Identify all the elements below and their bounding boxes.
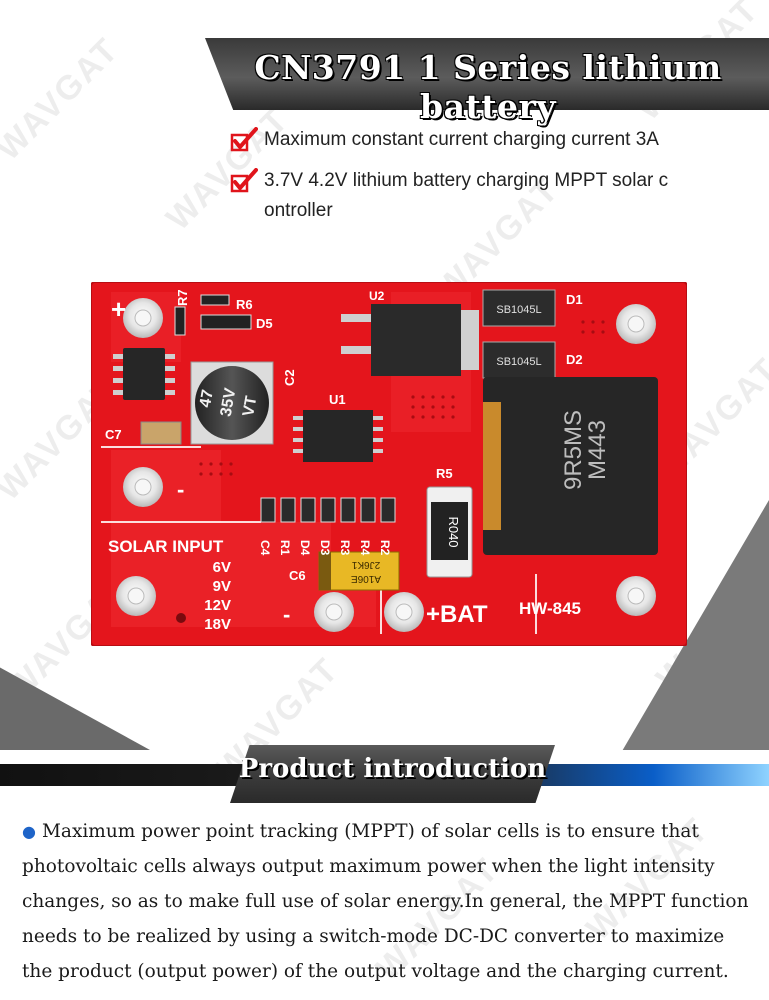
- diode-marking: SB1045L: [496, 304, 541, 316]
- inductor-marking: 9R5MS: [560, 410, 587, 490]
- schottky-diode: SB1045L: [482, 341, 556, 379]
- label-voltage: 12V: [204, 597, 231, 614]
- label-c6: C6: [289, 568, 306, 583]
- feature-text: Maximum constant current charging curren…: [264, 129, 659, 150]
- label-component: R2: [378, 540, 392, 556]
- label-voltage: 6V: [213, 559, 231, 576]
- power-inductor: 9R5MS M443: [483, 377, 658, 555]
- tantalum-capacitor: 2J6K1 A106E: [318, 551, 400, 591]
- pcb-board: 47 35V VT SB1045L SB1045L 9R5MS M443: [91, 282, 687, 646]
- feature-item: Maximum constant current charging curren…: [230, 125, 730, 155]
- electrolytic-capacitor: 47 35V VT: [190, 361, 274, 445]
- ic-chip: [113, 348, 175, 400]
- mounting-pad: [314, 592, 354, 632]
- label-u1: U1: [329, 392, 346, 407]
- mounting-pad: [116, 576, 156, 616]
- mounting-pad: [123, 467, 163, 507]
- diode-marking: SB1045L: [496, 356, 541, 368]
- title-banner: [205, 38, 769, 110]
- label-component: D3: [318, 540, 332, 556]
- resistor-marking: R040: [446, 516, 461, 547]
- label-component: C4: [258, 540, 272, 556]
- label-plus: +: [111, 294, 126, 324]
- page-title: CN3791 1 Series lithium battery: [254, 48, 722, 126]
- section-tab: [230, 745, 555, 803]
- label-solar-input: SOLAR INPUT: [108, 537, 224, 556]
- tantalum-marking: 2J6K1: [351, 559, 380, 570]
- checkmark-icon: [230, 168, 258, 193]
- mounting-pad: [123, 298, 163, 338]
- introduction-paragraph: ●Maximum power point tracking (MPPT) of …: [22, 814, 760, 989]
- label-model: HW-845: [519, 599, 581, 618]
- cap-value: 47: [197, 388, 217, 409]
- label-component: D4: [298, 540, 312, 556]
- label-bat: +BAT: [426, 601, 488, 628]
- introduction-text: Maximum power point tracking (MPPT) of s…: [22, 821, 749, 982]
- label-c2: C2: [282, 369, 297, 386]
- feature-text: 3.7V 4.2V lithium battery charging MPPT …: [264, 170, 669, 221]
- label-r5: R5: [436, 466, 453, 481]
- label-r6: R6: [236, 297, 253, 312]
- label-d5: D5: [256, 316, 273, 331]
- mounting-pad: [616, 304, 656, 344]
- label-minus: -: [283, 602, 290, 627]
- label-u2: U2: [369, 289, 385, 303]
- label-voltage: 9V: [213, 578, 231, 595]
- inductor-marking: M443: [584, 420, 611, 480]
- label-c7: C7: [105, 427, 122, 442]
- mounting-pad: [384, 592, 424, 632]
- mounting-pad: [616, 576, 656, 616]
- cap-series: VT: [240, 394, 260, 417]
- label-d1: D1: [566, 292, 583, 307]
- cap-voltage: 35V: [218, 387, 240, 418]
- feature-item: 3.7V 4.2V lithium battery charging MPPT …: [230, 166, 730, 226]
- controller-chip: [293, 410, 383, 462]
- bullet-icon: ●: [22, 822, 36, 841]
- schottky-diode: SB1045L: [482, 289, 556, 327]
- section-title: Product introduction: [238, 754, 547, 784]
- tantalum-marking: A106E: [351, 573, 381, 584]
- label-d2: D2: [566, 352, 583, 367]
- checkmark-icon: [230, 127, 258, 152]
- sense-resistor: R040: [426, 486, 473, 578]
- watermark: WAVGAT: [0, 30, 127, 168]
- label-voltage: 18V: [204, 616, 231, 633]
- label-r7: R7: [175, 289, 190, 306]
- label-component: R3: [338, 540, 352, 556]
- regulator-chip: [341, 304, 479, 376]
- label-minus: -: [177, 477, 184, 502]
- label-component: R1: [278, 540, 292, 556]
- label-component: R4: [358, 540, 372, 556]
